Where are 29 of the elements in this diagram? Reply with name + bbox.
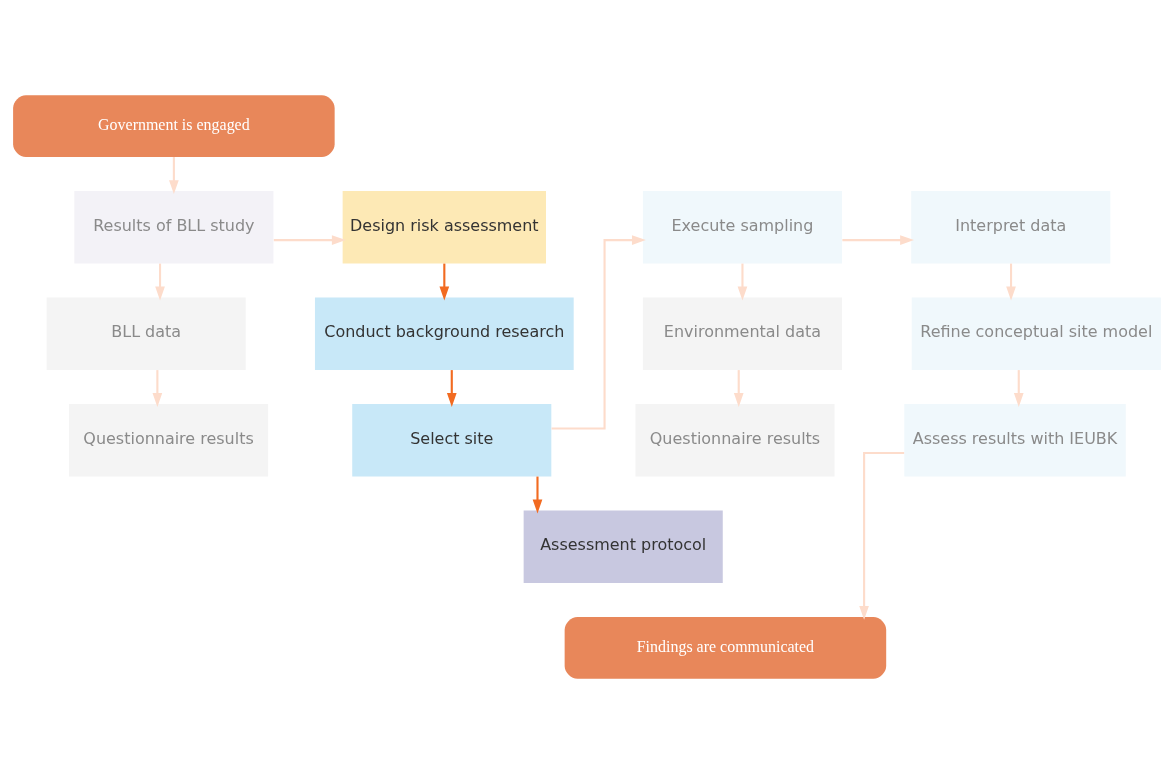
node-box: BLL data (46, 297, 246, 370)
arrow (152, 370, 163, 407)
arrow (737, 263, 748, 301)
node-box: Assessment protocol (523, 510, 723, 583)
node-box: Refine conceptual site model (911, 297, 1161, 370)
arrow (1013, 370, 1024, 407)
node-box: Results of BLL study (74, 191, 274, 264)
arrow (532, 476, 543, 514)
node-box: Assess results with IEUBK (904, 404, 1126, 477)
node-box: Conduct background research (314, 297, 574, 370)
node-box: Questionnaire results (635, 404, 835, 477)
arrow (155, 263, 165, 301)
node-box: Environmental data (642, 297, 842, 370)
node-box: Findings are communicated (564, 617, 887, 679)
arrow (169, 157, 179, 195)
node-box: Design risk assessment (342, 191, 546, 264)
arrow (446, 370, 457, 407)
arrow (439, 263, 450, 301)
arrow (859, 451, 905, 620)
arrow (733, 370, 744, 407)
arrow (1006, 263, 1016, 301)
arrow (551, 235, 646, 430)
arrow (842, 235, 914, 245)
node-box: Select site (352, 404, 552, 477)
node-box: Execute sampling (642, 191, 842, 264)
arrow (273, 235, 346, 245)
node-box: Government is engaged (13, 95, 335, 157)
node-box: Questionnaire results (69, 404, 269, 477)
node-box: Interpret data (911, 191, 1111, 264)
